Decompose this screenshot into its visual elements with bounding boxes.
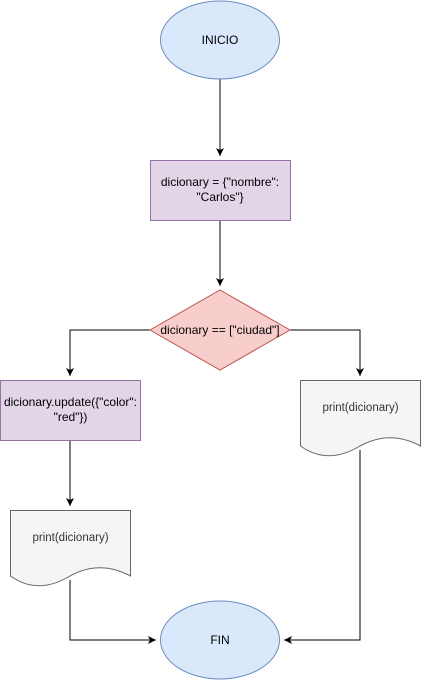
edge-decision-to-print-right	[290, 329, 364, 376]
decision-node	[148, 289, 292, 371]
edge-decision-to-update	[66, 329, 150, 376]
print-right-node	[300, 380, 421, 457]
assign-node	[150, 160, 291, 221]
end-node	[160, 600, 280, 680]
edge-print-left-to-end	[69, 580, 156, 644]
print-left-node	[10, 510, 131, 587]
start-node	[160, 0, 280, 80]
update-node	[0, 380, 141, 441]
edge-print-right-to-end	[284, 450, 361, 644]
